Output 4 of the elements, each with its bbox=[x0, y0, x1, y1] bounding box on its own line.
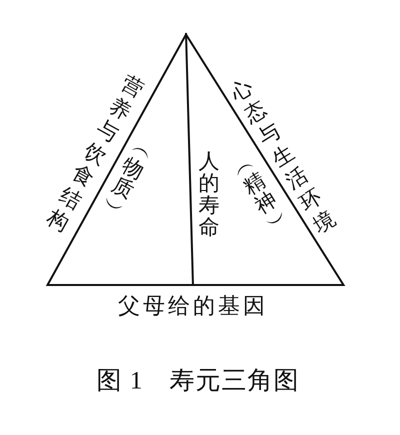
triangle bbox=[46, 33, 345, 286]
figure-caption: 图 1 寿元三角图 bbox=[96, 368, 300, 394]
base-label: 父母给的基因 bbox=[118, 295, 268, 317]
center-label: 人的寿命 bbox=[198, 150, 220, 238]
